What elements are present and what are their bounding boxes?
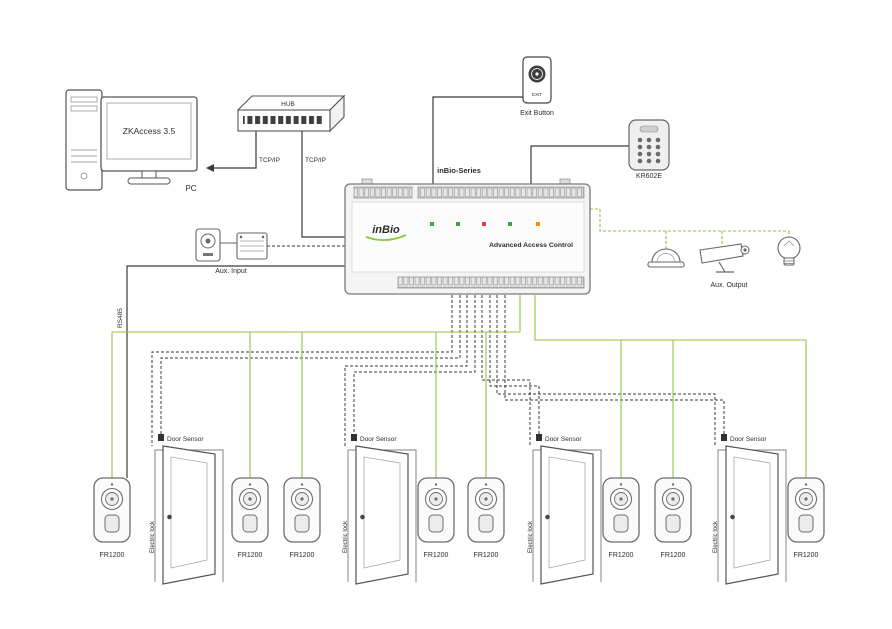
controller-inbio xyxy=(344,178,591,295)
door1-sensor-label: Door Sensor xyxy=(167,436,204,443)
fr1200-reader-3 xyxy=(283,477,321,543)
fr1200-reader-5 xyxy=(467,477,505,543)
light-bulb-icon xyxy=(777,236,801,266)
door1-lock-label: Electric lock xyxy=(150,520,156,553)
door2-lock-label: Electric lock xyxy=(343,520,349,553)
wire-hub-to-controller xyxy=(301,131,345,238)
network-hub xyxy=(236,94,346,133)
tcpip-pc-label: TCP/IP xyxy=(259,157,280,164)
hub-label: HUB xyxy=(281,101,295,108)
tcpip-controller-label: TCP/IP xyxy=(305,157,326,164)
controller-series-label: inBio-Series xyxy=(437,166,481,175)
wire-door4-lock xyxy=(496,295,716,446)
exit-button-device xyxy=(522,56,552,104)
fr1200-reader-7 xyxy=(654,477,692,543)
wire-reader-drops-right xyxy=(620,340,674,478)
wires xyxy=(111,96,807,478)
door3-sensor-label: Door Sensor xyxy=(545,436,582,443)
aux-input-label: Aux. Input xyxy=(215,268,247,275)
pc-label: PC xyxy=(185,184,196,193)
fr1200-reader-4 xyxy=(417,477,455,543)
door2-sensor-label: Door Sensor xyxy=(360,436,397,443)
wire-door2-lock xyxy=(344,295,468,446)
door-2 xyxy=(347,433,417,585)
aux-output-label: Aux. Output xyxy=(711,282,748,289)
keypad-kr602e xyxy=(628,119,670,171)
terminal-block-bottom xyxy=(397,276,585,289)
terminal-block-top-left xyxy=(353,186,413,199)
keypad-label: KR602E xyxy=(636,173,662,180)
pc-screen-title: ZKAccess 3.5 xyxy=(123,126,176,136)
fr1200-label-2: FR1200 xyxy=(238,552,263,559)
pc-tower xyxy=(65,89,103,191)
siren-icon xyxy=(647,248,685,268)
aux-input-devices xyxy=(195,228,268,262)
led-5 xyxy=(536,222,540,226)
exit-button-label: Exit Button xyxy=(520,110,554,117)
wire-reader-bus-right xyxy=(534,295,807,478)
wire-reader-bus-left xyxy=(111,295,521,478)
wire-keypad-to-controller xyxy=(530,145,629,184)
wire-door2-sensor xyxy=(353,295,476,434)
wire-door1-sensor xyxy=(160,295,461,434)
fr1200-label-4: FR1200 xyxy=(424,552,449,559)
wire-rs485-bus xyxy=(126,265,345,478)
aux-output-devices xyxy=(647,236,801,273)
led-1 xyxy=(430,222,434,226)
fr1200-label-3: FR1200 xyxy=(290,552,315,559)
led-4 xyxy=(508,222,512,226)
fr1200-reader-2 xyxy=(231,477,269,543)
door4-sensor-label: Door Sensor xyxy=(730,436,767,443)
pc-monitor xyxy=(100,96,198,185)
rs485-label: RS485 xyxy=(117,308,124,328)
led-2 xyxy=(456,222,460,226)
fr1200-label-5: FR1200 xyxy=(474,552,499,559)
fr1200-label-8: FR1200 xyxy=(794,552,819,559)
door-3 xyxy=(532,433,602,585)
wire-door3-sensor xyxy=(489,295,540,434)
wire-aux-output xyxy=(590,208,790,249)
fr1200-label-1: FR1200 xyxy=(100,552,125,559)
brand-swoosh-icon xyxy=(365,234,407,241)
door3-lock-label: Electric lock xyxy=(528,520,534,553)
hub-ports xyxy=(243,116,323,124)
terminal-block-top-right xyxy=(417,186,585,199)
wire-hub-to-pc xyxy=(208,131,257,169)
fr1200-reader-1 xyxy=(93,477,131,543)
door4-lock-label: Electric lock xyxy=(713,520,719,553)
door-1 xyxy=(154,433,224,585)
fr1200-reader-8 xyxy=(787,477,825,543)
led-3 xyxy=(482,222,486,226)
fr1200-label-6: FR1200 xyxy=(609,552,634,559)
controller-caption: Advanced Access Control xyxy=(489,242,573,249)
wire-reader-drops-left xyxy=(249,332,487,478)
wire-door4-sensor xyxy=(504,295,725,434)
door-4 xyxy=(717,433,787,585)
wire-door3-lock xyxy=(481,295,531,446)
keypad-keys-icon xyxy=(637,137,661,164)
controller-brand-logo: inBio xyxy=(372,224,400,236)
fr1200-reader-6 xyxy=(602,477,640,543)
fr1200-label-7: FR1200 xyxy=(661,552,686,559)
exit-device-text: EXIT xyxy=(532,92,542,97)
camera-icon xyxy=(699,243,750,273)
arrowhead-to-pc xyxy=(206,164,214,172)
wire-exit-to-controller xyxy=(432,96,523,184)
